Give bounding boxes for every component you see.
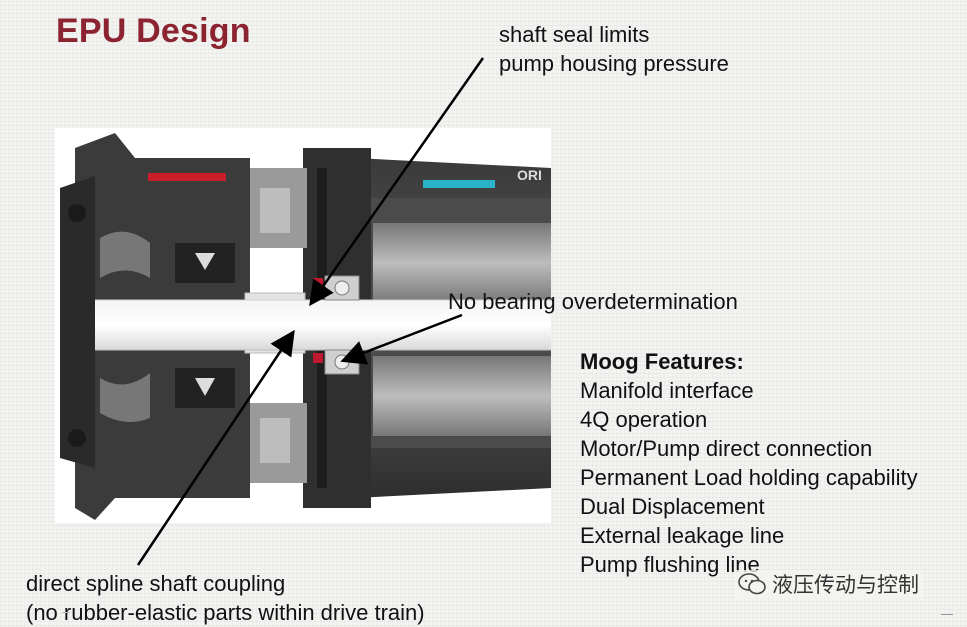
callout-line: direct spline shaft coupling [26,571,286,596]
moog-features-list: Moog Features: Manifold interface 4Q ope… [580,347,918,579]
watermark: 液压传动与控制 [734,570,923,598]
feature-item: Pump flushing line [580,552,760,577]
feature-item: Permanent Load holding capability [580,465,918,490]
feature-item: Manifold interface [580,378,754,403]
feature-item: Dual Displacement [580,494,765,519]
bearing-callout: No bearing overdetermination [448,289,738,314]
feature-item: 4Q operation [580,407,708,432]
callout-line: shaft seal limits [499,22,650,47]
callout-line: pump housing pressure [499,51,729,76]
spline-coupling-callout: direct spline shaft coupling (no rubber-… [26,569,425,627]
shaft-seal-callout: shaft seal limits pump housing pressure [499,20,729,78]
slide-title: EPU Design [56,12,251,50]
svg-text:ORI: ORI [517,167,542,183]
watermark-text: 液压传动与控制 [772,573,919,597]
slide-footer-mark [62,612,70,621]
features-heading: Moog Features: [580,349,744,374]
epu-cutaway-image: ORI [55,128,551,523]
callout-line: (no rubber-elastic parts within drive tr… [26,600,425,625]
feature-item: External leakage line [580,523,785,548]
chat-bubble-icon [738,573,766,595]
slide-number-mark [941,614,953,621]
feature-item: Motor/Pump direct connection [580,436,873,461]
